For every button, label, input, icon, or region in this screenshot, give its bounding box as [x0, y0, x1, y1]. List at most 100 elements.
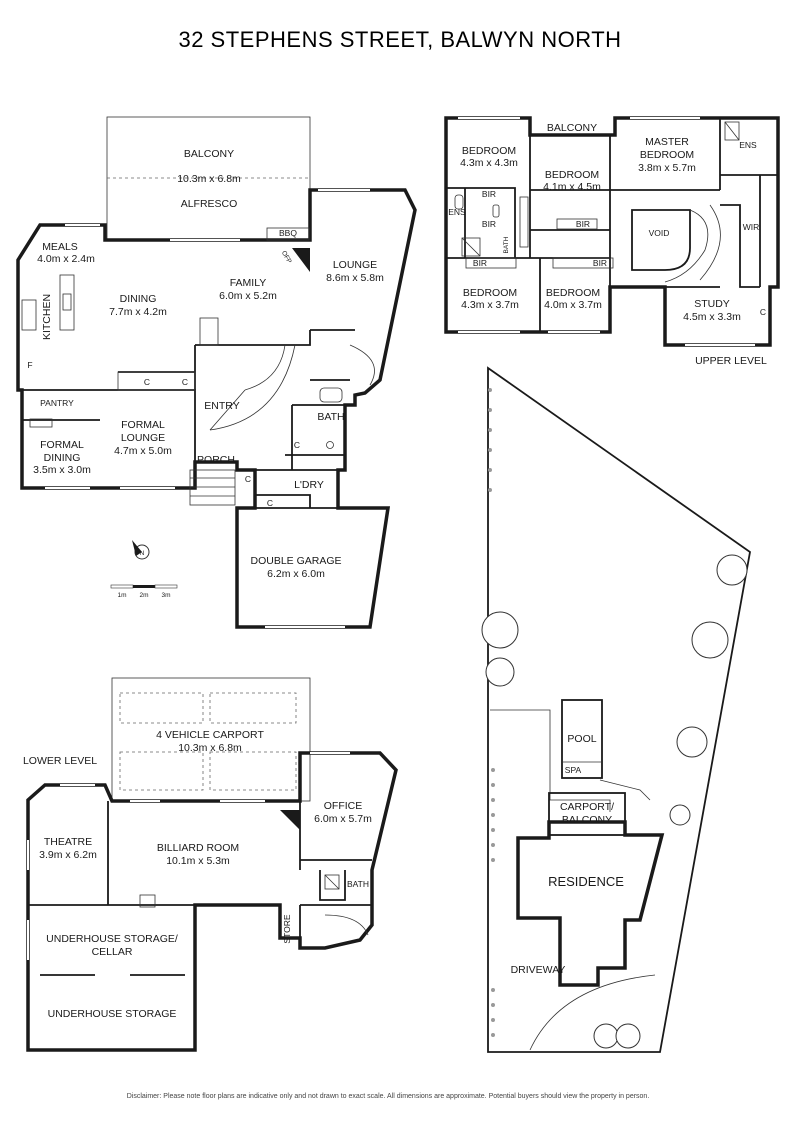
- room-label: PORCH: [197, 454, 235, 466]
- room-label: BIR: [482, 189, 496, 199]
- lower-outer-wall: [26, 751, 398, 1052]
- room-dimensions: 4.5m x 3.3m: [683, 311, 741, 323]
- room-label: BEDROOM: [640, 149, 694, 161]
- room-label: STORE: [282, 914, 292, 943]
- room-dimensions: 4.1m x 4.5m: [543, 181, 601, 193]
- room-dimensions: 10.3m x 6.8m: [177, 173, 241, 185]
- carport-balcony-area: [548, 792, 626, 836]
- room-label: BIR: [593, 258, 607, 268]
- room-label: ALFRESCO: [181, 198, 238, 210]
- room-label: BEDROOM: [545, 169, 599, 181]
- room-label: STUDY: [694, 298, 730, 310]
- room-label: LOUNGE: [121, 432, 165, 444]
- room-label: L'DRY: [294, 479, 324, 491]
- room-dimensions: 4.3m x 3.7m: [461, 299, 519, 311]
- room-label: BIR: [576, 219, 590, 229]
- fixture-label: F: [27, 360, 32, 370]
- svg-text:N: N: [140, 550, 145, 557]
- fixture-label: C: [760, 307, 766, 317]
- fixture-label: C: [294, 440, 300, 450]
- room-label: FAMILY: [230, 277, 267, 289]
- room-label: BIR: [473, 258, 487, 268]
- upper-outer-wall: [444, 116, 780, 347]
- tree-icon: [481, 554, 748, 1049]
- room-dimensions: 6.0m x 5.2m: [219, 290, 277, 302]
- level-label: LOWER LEVEL: [23, 755, 97, 767]
- site-plan: POOL SPA CARPORT/ BALCONY RESIDENCE DRIV…: [481, 366, 751, 1053]
- fixture-label: C: [267, 498, 273, 508]
- room-dimensions: 4.3m x 4.3m: [460, 157, 518, 169]
- room-label: LOUNGE: [333, 259, 377, 271]
- disclaimer-text: Disclaimer: Please note floor plans are …: [127, 1093, 650, 1100]
- room-label: FORMAL: [40, 439, 84, 451]
- room-label: OFFICE: [324, 800, 363, 812]
- fixture-label: C: [144, 377, 150, 387]
- room-label: BIR: [482, 219, 496, 229]
- room-label: 4 VEHICLE CARPORT: [156, 729, 264, 741]
- room-dimensions: 8.6m x 5.8m: [326, 272, 384, 284]
- site-label: DRIVEWAY: [511, 964, 566, 976]
- room-label: BATH: [347, 879, 369, 889]
- room-label: BEDROOM: [462, 145, 516, 157]
- room-dimensions: 6.0m x 5.7m: [314, 813, 372, 825]
- room-dimensions: 3.5m x 3.0m: [33, 464, 91, 476]
- page-title: 32 STEPHENS STREET, BALWYN NORTH: [178, 27, 621, 52]
- site-label: BALCONY: [562, 814, 612, 826]
- fixture-label: BBQ: [279, 228, 297, 238]
- room-label: ENTRY: [204, 400, 239, 412]
- site-label: CARPORT/: [560, 801, 614, 813]
- room-dimensions: 4.0m x 3.7m: [544, 299, 602, 311]
- room-label: KITCHEN: [41, 294, 53, 340]
- fixture-label: OFP: [280, 250, 293, 265]
- room-label: MASTER: [645, 136, 689, 148]
- room-label: BILLIARD ROOM: [157, 842, 239, 854]
- room-label: DOUBLE GARAGE: [250, 555, 341, 567]
- room-label: BALCONY: [547, 122, 597, 134]
- lower-level-plan: LOWER LEVEL 4 VEHICLE CARPORT 10.3m x 6.…: [23, 677, 398, 1052]
- site-label: SPA: [565, 765, 582, 775]
- north-compass-icon: N: [132, 540, 150, 560]
- ground-floor-plan: BALCONY 10.3m x 6.8m ALFRESCO BBQ OFP ME…: [16, 116, 417, 629]
- room-label: BALCONY: [184, 148, 234, 160]
- residence-outline: [516, 820, 665, 987]
- fixture-label: C: [245, 474, 251, 484]
- room-label: BATH: [317, 411, 344, 423]
- room-label: DINING: [120, 293, 157, 305]
- room-label: BATH: [503, 236, 510, 253]
- room-label: BEDROOM: [546, 287, 600, 299]
- fixture-label: C: [182, 377, 188, 387]
- room-label: BEDROOM: [463, 287, 517, 299]
- room-label: WIR: [743, 222, 760, 232]
- site-label: POOL: [567, 733, 596, 745]
- room-label: THEATRE: [44, 836, 92, 848]
- svg-text:1m: 1m: [117, 592, 126, 599]
- room-label: CELLAR: [92, 946, 133, 958]
- room-dimensions: 6.2m x 6.0m: [267, 568, 325, 580]
- room-dimensions: 10.3m x 6.8m: [178, 742, 242, 754]
- room-label: VOID: [649, 228, 670, 238]
- site-label: RESIDENCE: [548, 874, 624, 889]
- scale-bar: 1m 2m 3m: [110, 584, 178, 599]
- room-label: UNDERHOUSE STORAGE/: [46, 933, 178, 945]
- shrub-dots: [488, 388, 495, 1037]
- room-dimensions: 4.7m x 5.0m: [114, 445, 172, 457]
- upper-level-plan: BALCONY BEDROOM 4.3m x 4.3m BEDROOM 4.1m…: [444, 116, 780, 367]
- room-label: MEALS: [42, 241, 78, 253]
- room-dimensions: 3.9m x 6.2m: [39, 849, 97, 861]
- room-label: ENS: [448, 207, 466, 217]
- room-label: PANTRY: [40, 398, 74, 408]
- pool-area: [561, 699, 603, 779]
- room-dimensions: 3.8m x 5.7m: [638, 162, 696, 174]
- svg-text:3m: 3m: [161, 592, 170, 599]
- room-dimensions: 10.1m x 5.3m: [166, 855, 230, 867]
- room-label: DINING: [44, 452, 81, 464]
- room-label: UNDERHOUSE STORAGE: [48, 1008, 177, 1020]
- room-label: ENS: [739, 140, 757, 150]
- site-boundary: [487, 366, 751, 1053]
- svg-text:2m: 2m: [139, 592, 148, 599]
- room-label: FORMAL: [121, 419, 165, 431]
- room-dimensions: 7.7m x 4.2m: [109, 306, 167, 318]
- level-label: UPPER LEVEL: [695, 355, 767, 367]
- room-dimensions: 4.0m x 2.4m: [37, 253, 95, 265]
